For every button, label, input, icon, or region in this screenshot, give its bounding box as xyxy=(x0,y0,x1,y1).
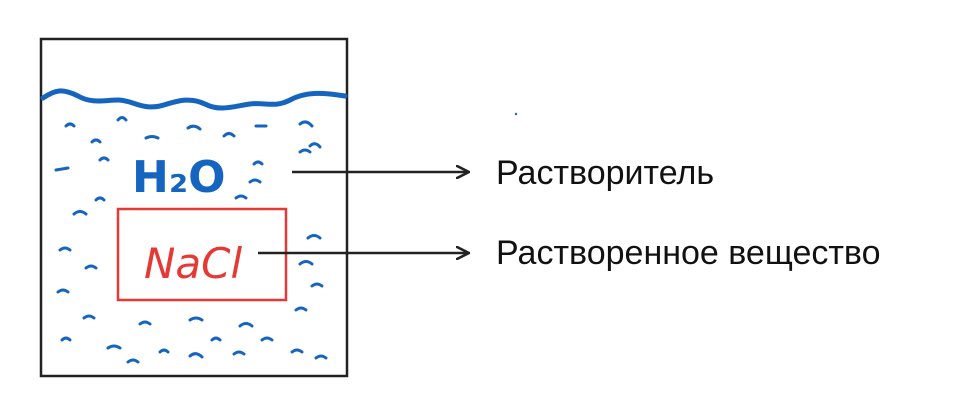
solute-formula: NaCl xyxy=(144,239,242,288)
beaker-outline xyxy=(39,37,349,378)
solvent-formula: H₂O xyxy=(132,152,226,203)
solvent-label: Растворитель xyxy=(496,154,714,192)
stray-dot xyxy=(514,112,518,116)
water-surface xyxy=(40,88,348,111)
solute-label: Растворенное вещество xyxy=(496,234,881,272)
solute-box xyxy=(116,207,288,302)
water-ripples xyxy=(54,116,328,364)
